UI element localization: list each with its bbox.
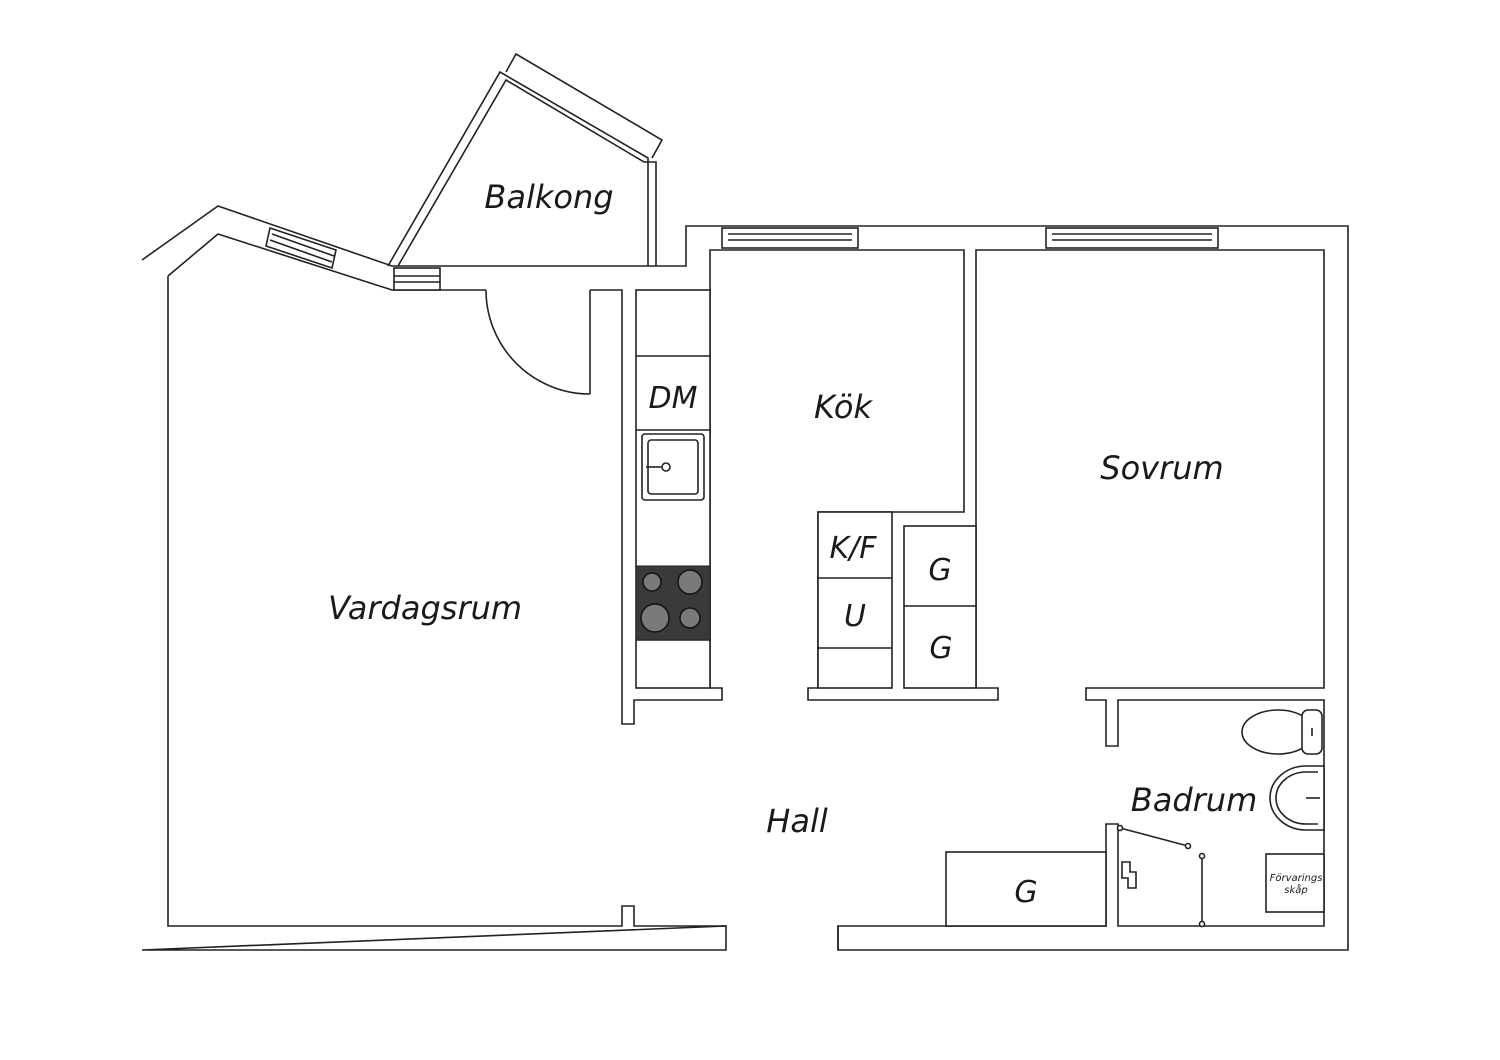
window-kitchen [721, 227, 859, 249]
window-living-angled [265, 226, 337, 270]
burner-icon [677, 569, 703, 595]
burner-icon [640, 603, 670, 633]
wardrobe-label: G [1014, 875, 1037, 910]
stove [635, 565, 711, 641]
wardrobe-label: G [929, 631, 952, 666]
kitchen-counter: DM [635, 289, 711, 689]
fridge-freezer-label: K/F [829, 531, 877, 566]
wardrobe-hall: G [945, 851, 1107, 927]
balcony-inner-line [397, 78, 657, 267]
storage-cabinet: Förvarings skåp [1265, 853, 1325, 913]
room-label-kitchen: Kök [814, 388, 873, 426]
room-label-bedroom: Sovrum [1100, 449, 1223, 487]
burner-icon [642, 572, 662, 592]
burner-icon [679, 607, 701, 629]
room-label-balcony: Balkong [484, 178, 613, 216]
room-labels: Balkong Vardagsrum Kök Sovrum Hall Badru… [328, 178, 1257, 840]
balcony-door [485, 289, 591, 395]
oven-label: U [844, 599, 866, 634]
room-label-living-room: Vardagsrum [328, 589, 522, 627]
outer-wall-outline [141, 205, 1349, 951]
balcony-railing [505, 52, 664, 159]
storage-cabinet-label-line1: Förvarings [1270, 873, 1323, 884]
balcony [387, 52, 664, 267]
fridge-oven-block: K/F U [817, 511, 893, 689]
living-inner-wall [167, 276, 726, 927]
balcony-outline [387, 70, 649, 267]
wardrobe-label: G [928, 553, 951, 588]
window-bedroom [1045, 227, 1219, 249]
window-balcony-door [393, 267, 441, 291]
washbasin-icon [1269, 765, 1325, 831]
wardrobe-bedroom: G G [903, 525, 977, 689]
shower-icon [1116, 824, 1206, 928]
storage-cabinet-label-line2: skåp [1284, 883, 1307, 896]
room-label-hall: Hall [766, 802, 828, 840]
dishwasher-label: DM [649, 381, 698, 416]
walls [141, 205, 1349, 951]
windows [265, 226, 1219, 291]
bathroom-fixtures: Förvarings skåp [1116, 709, 1325, 928]
room-label-bathroom: Badrum [1131, 781, 1257, 819]
toilet-icon [1241, 709, 1323, 755]
sink [641, 433, 705, 501]
